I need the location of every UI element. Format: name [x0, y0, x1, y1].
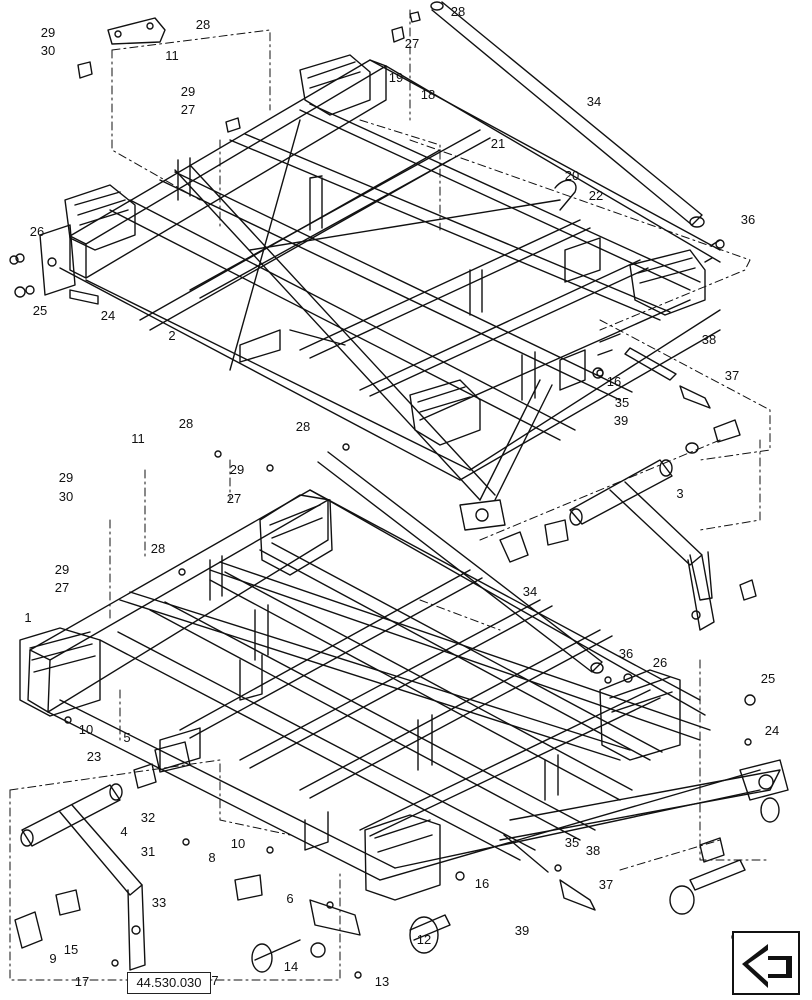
callout-label: 9 [49, 951, 56, 966]
callout-label: 12 [417, 932, 431, 947]
callout-label: 34 [587, 94, 601, 109]
callout-label: 36 [619, 646, 633, 661]
callout-label: 39 [614, 413, 628, 428]
callout-label: 34 [523, 584, 537, 599]
callout-label: 30 [41, 43, 55, 58]
lower-frame-assembly [19, 489, 789, 901]
callout-label: 2 [168, 328, 175, 343]
callout-label: 1 [24, 610, 31, 625]
callout-label: 38 [586, 843, 600, 858]
callout-label: 11 [131, 431, 145, 446]
fasteners [9, 239, 756, 979]
callout-label: 37 [725, 368, 739, 383]
callout-label: 26 [653, 655, 667, 670]
callout-label: 28 [196, 17, 210, 32]
callout-label: 3 [676, 486, 683, 501]
callout-label: 17 [75, 974, 89, 989]
callout-label: 16 [607, 374, 621, 389]
callout-label: 29 [230, 462, 244, 477]
upper-frame-assembly [39, 54, 721, 531]
callout-label: 36 [741, 212, 755, 227]
callout-label: 25 [33, 303, 47, 318]
callout-label: 13 [375, 974, 389, 989]
callout-label: 19 [389, 70, 403, 85]
callout-label: 24 [101, 308, 115, 323]
callout-label: 38 [702, 332, 716, 347]
callout-label: 39 [515, 923, 529, 938]
callout-label: 30 [59, 489, 73, 504]
callout-label: 23 [87, 749, 101, 764]
callout-label: 16 [475, 876, 489, 891]
callout-label: 20 [565, 168, 579, 183]
callout-label: 35 [615, 395, 629, 410]
upper-hardware [14, 11, 741, 454]
callout-label: 6 [286, 891, 293, 906]
lower-lift-rod [317, 451, 604, 674]
previous-page-arrow-icon[interactable] [732, 931, 800, 995]
callout-label: 28 [296, 419, 310, 434]
upper-leader-lines [111, 9, 771, 541]
callout-label: 22 [589, 188, 603, 203]
upper-hitch-assembly [499, 459, 757, 631]
callout-label: 18 [421, 87, 435, 102]
callout-label: 35 [565, 835, 579, 850]
callout-label: 27 [55, 580, 69, 595]
callout-label: 33 [152, 895, 166, 910]
callout-label: 27 [405, 36, 419, 51]
callout-label: 29 [181, 84, 195, 99]
reference-label[interactable]: 44.530.030 [127, 972, 211, 994]
callout-label: 8 [208, 850, 215, 865]
callout-label: 21 [491, 136, 505, 151]
callout-label: 28 [451, 4, 465, 19]
lower-hitch-assembly [14, 741, 780, 973]
callout-label: 29 [59, 470, 73, 485]
callout-label: 7 [211, 973, 218, 988]
callout-label: 28 [151, 541, 165, 556]
lower-leader-lines [9, 459, 771, 981]
callout-label: 37 [599, 877, 613, 892]
upper-lift-rod [430, 1, 705, 228]
callout-label: 10 [79, 722, 93, 737]
callout-label: 28 [179, 416, 193, 431]
callout-label: 15 [64, 942, 78, 957]
callout-label: 27 [227, 491, 241, 506]
callout-label: 29 [55, 562, 69, 577]
callout-label: 4 [120, 824, 127, 839]
callout-label: 14 [284, 959, 298, 974]
callout-label: 32 [141, 810, 155, 825]
callout-label: 24 [765, 723, 779, 738]
callout-label: 25 [761, 671, 775, 686]
callout-label: 31 [141, 844, 155, 859]
callout-label: 29 [41, 25, 55, 40]
callout-label: 5 [123, 730, 130, 745]
callout-label: 10 [231, 836, 245, 851]
callout-label: 27 [181, 102, 195, 117]
callout-label: 26 [30, 224, 44, 239]
callout-label: 11 [165, 48, 179, 63]
